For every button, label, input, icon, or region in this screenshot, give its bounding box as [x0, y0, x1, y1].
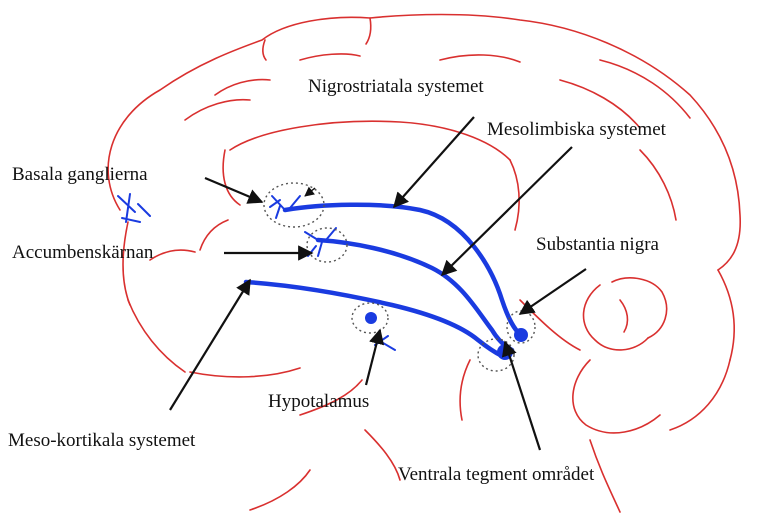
label-mesocortical-system: Meso-kortikala systemet [8, 431, 195, 450]
label-basal-ganglia: Basala ganglierna [12, 165, 148, 184]
label-hypothalamus: Hypotalamus [268, 392, 369, 411]
label-mesolimbic-system: Mesolimbiska systemet [487, 120, 666, 139]
nigrostriatal-pathway [285, 205, 522, 336]
label-nucleus-accumbens: Accumbenskärnan [12, 243, 153, 262]
pathway-nuclei [365, 312, 528, 360]
label-nigrostriatal-system: Nigrostriatala systemet [308, 77, 484, 96]
dopamine-pathways [246, 205, 522, 356]
annotation-arrows [170, 117, 586, 450]
label-ventral-tegmental-area: Ventrala tegment området [398, 465, 594, 484]
label-substantia-nigra: Substantia nigra [536, 235, 659, 254]
pathway-terminals [118, 194, 395, 350]
